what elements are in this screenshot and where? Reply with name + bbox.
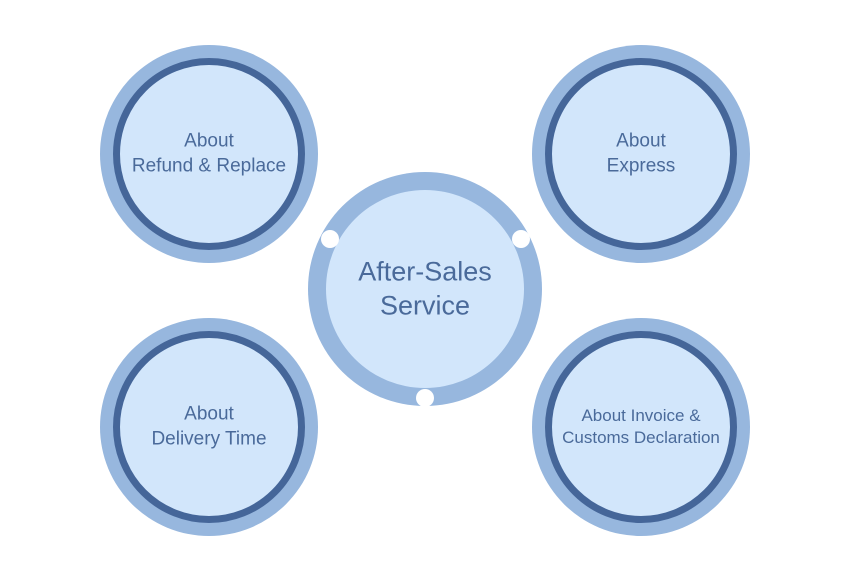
node-refund-replace-label: About Refund & Replace: [120, 129, 298, 178]
center-node-after-sales: After-Sales Service: [308, 172, 542, 406]
node-express-line2: Express: [606, 155, 676, 176]
node-invoice-customs-line1: About Invoice &: [581, 405, 701, 425]
node-invoice-customs-label: About Invoice & Customs Declaration: [552, 405, 730, 449]
center-node-line2: Service: [379, 290, 471, 320]
center-node-label: After-Sales Service: [326, 255, 524, 323]
node-invoice-customs-inner: About Invoice & Customs Declaration: [545, 331, 737, 523]
node-delivery-time-label: About Delivery Time: [120, 402, 298, 451]
node-delivery-time-line2: Delivery Time: [151, 428, 267, 449]
node-express-inner: About Express: [545, 58, 737, 250]
connector-dot-right: [512, 230, 530, 248]
node-refund-replace-line2: Refund & Replace: [131, 155, 287, 176]
node-delivery-time-inner: About Delivery Time: [113, 331, 305, 523]
node-express-label: About Express: [552, 129, 730, 178]
node-delivery-time: About Delivery Time: [100, 318, 318, 536]
node-express-line1: About: [616, 130, 666, 152]
node-refund-replace-line1: About: [184, 130, 234, 152]
node-refund-replace: About Refund & Replace: [100, 45, 318, 263]
node-refund-replace-inner: About Refund & Replace: [113, 58, 305, 250]
connector-dot-bottom: [416, 389, 434, 407]
center-node-inner: After-Sales Service: [326, 190, 524, 388]
center-node-line1: After-Sales: [358, 256, 492, 287]
node-invoice-customs: About Invoice & Customs Declaration: [532, 318, 750, 536]
node-invoice-customs-line2: Customs Declaration: [562, 428, 720, 447]
node-delivery-time-line1: About: [184, 403, 234, 425]
connector-dot-left: [321, 230, 339, 248]
node-express: About Express: [532, 45, 750, 263]
